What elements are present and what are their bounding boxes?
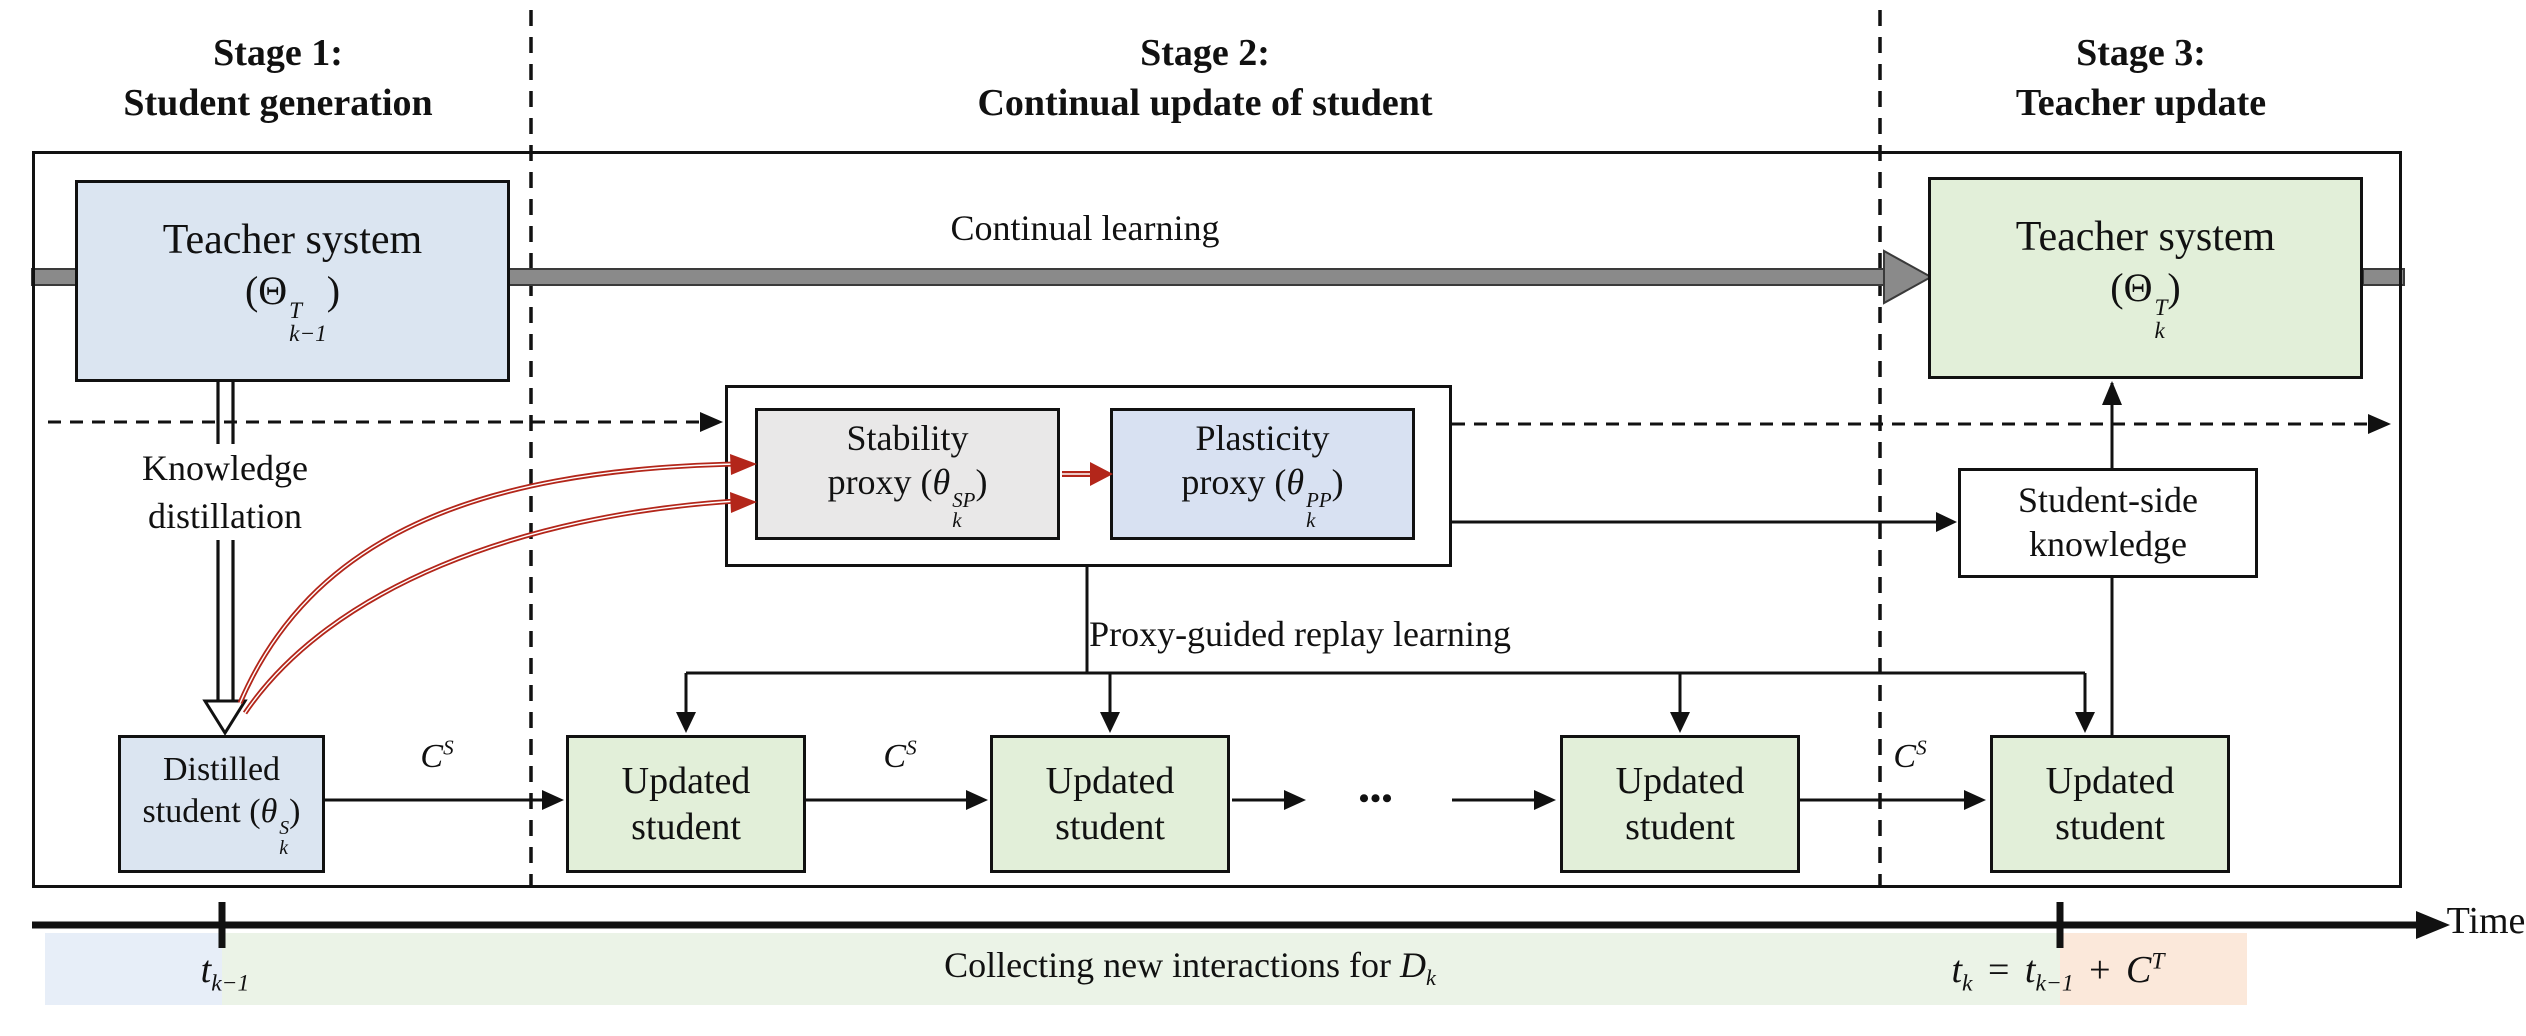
- dashed-arrow-right: [1452, 414, 2391, 434]
- stage1-heading: Stage 1: Student generation: [123, 28, 432, 128]
- cs-label-2: CS: [883, 735, 917, 775]
- updated-student-box-3: Updated student: [1560, 735, 1800, 873]
- distilled-line1: Distilled: [162, 751, 281, 789]
- timeline-band-previous-period: [45, 933, 222, 1005]
- stage3-line2: Teacher update: [2015, 82, 2267, 124]
- student-side-line1: Student-side: [2018, 480, 2198, 521]
- teacher-system-new-title: Teacher system: [2015, 214, 2276, 261]
- teacher-system-prev-title: Teacher system: [162, 217, 423, 264]
- time-axis-label: Time: [2446, 900, 2526, 942]
- tick1-label: tk−1: [200, 949, 250, 997]
- cs-label-1: CS: [420, 735, 454, 775]
- proxy-replay-label: Proxy-guided replay learning: [1089, 614, 1511, 654]
- timeline-band-collection-period: [222, 933, 2060, 1005]
- timeline-band-teacher-update-period: [2060, 933, 2247, 1005]
- collecting-label: Collecting new interactions for Dk: [944, 945, 1436, 991]
- continual-learning-label: Continual learning: [950, 208, 1220, 248]
- updated-student-box-4: Updated student: [1990, 735, 2230, 873]
- knowledge-distillation-arrow: [202, 382, 248, 736]
- stage2-line1: Stage 2:: [1140, 32, 1270, 74]
- knowledge-distillation-label: Knowledge distillation: [134, 444, 316, 540]
- time-axis: [32, 902, 2450, 948]
- student-side-knowledge-box: Student-side knowledge: [1958, 468, 2258, 578]
- stage2-heading: Stage 2: Continual update of student: [977, 28, 1432, 128]
- replay-distribution-lines: [676, 567, 2095, 733]
- student-side-line2: knowledge: [2029, 524, 2187, 564]
- stage1-line1: Stage 1:: [213, 32, 343, 74]
- stage1-line2: Student generation: [123, 82, 433, 124]
- cs-label-3: CS: [1893, 735, 1927, 775]
- stage2-line2: Continual update of student: [977, 82, 1433, 124]
- updated-student-box-2: Updated student: [990, 735, 1230, 873]
- stability-line1: Stability: [846, 417, 969, 458]
- proxy-to-knowledge-arrow: [1452, 512, 1957, 532]
- tick2-label: tk = tk−1 + CT: [1951, 948, 2165, 997]
- ellipsis-dots: •••: [1358, 782, 1394, 815]
- dashed-arrow-left: [48, 412, 723, 432]
- cs-arrows: [325, 790, 1986, 810]
- stage3-heading: Stage 3: Teacher update: [2016, 28, 2266, 128]
- plasticity-line1: Plasticity: [1195, 417, 1330, 458]
- stage3-line1: Stage 3:: [2076, 32, 2206, 74]
- updated-student-box-1: Updated student: [566, 735, 806, 873]
